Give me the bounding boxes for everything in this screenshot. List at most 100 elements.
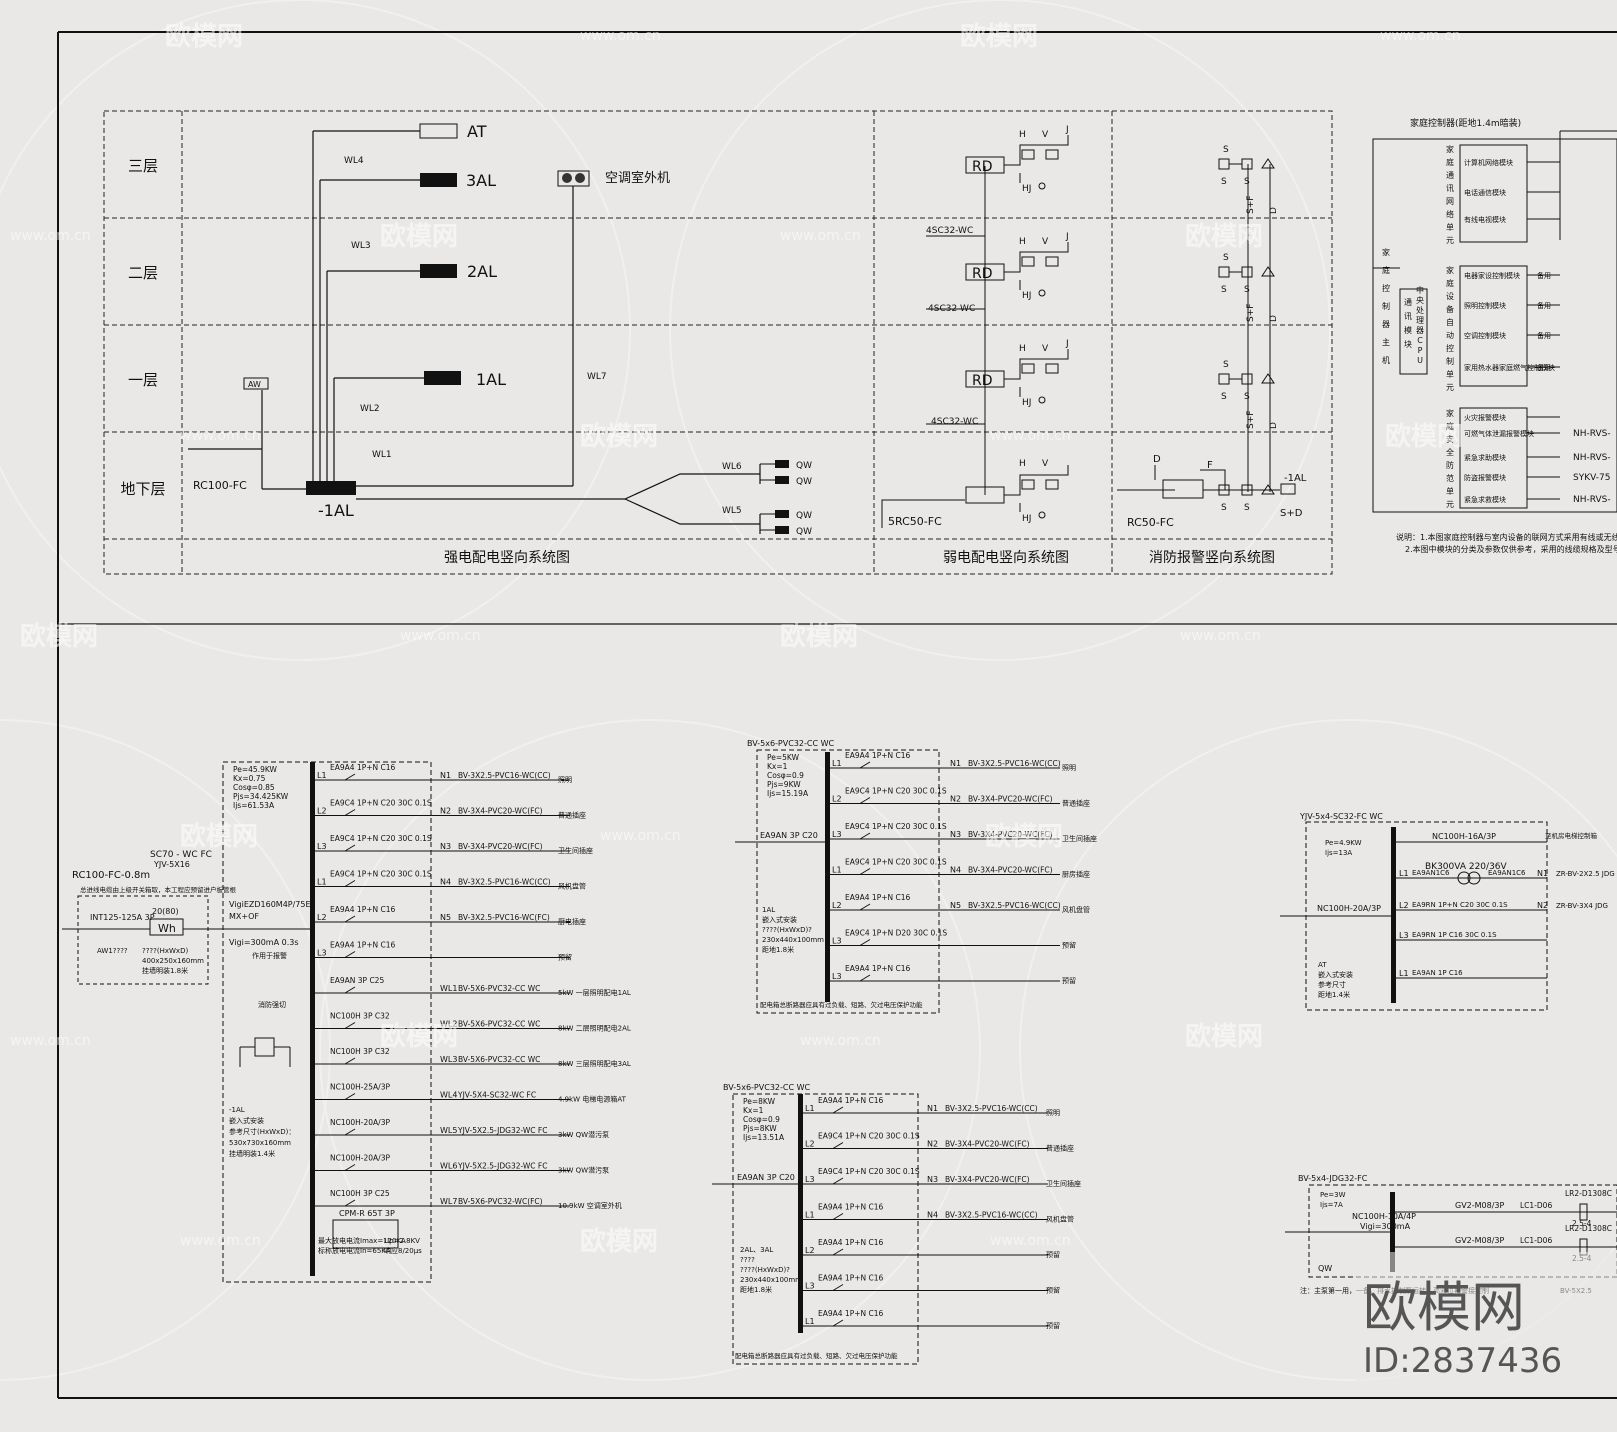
spd-note: 响应8/20μs <box>384 1246 422 1255</box>
incoming-spec: YJV-5X16 <box>153 860 190 869</box>
home-controller-box <box>1372 138 1617 513</box>
home-host-label: 器 <box>1382 320 1390 329</box>
wm-site-7: www.om.cn <box>400 628 481 644</box>
floor-basement: 地下层 <box>120 480 165 498</box>
circuit-number: N3 <box>440 842 451 851</box>
panel-header-line: Kx=1 <box>743 1106 764 1115</box>
fire-d-label: D <box>1269 315 1279 322</box>
circuit-phase: L1 <box>832 866 842 875</box>
panel-header-line: Cosφ=0.9 <box>767 771 804 780</box>
strong-riser-lines <box>188 130 761 534</box>
home-unit-label-network: 家 <box>1446 144 1454 154</box>
box-info-line: 嵌入式安装 <box>229 1116 264 1125</box>
meter-note: 总进线电缆由上级开关箱取，本工程应预留进户板管根 <box>80 885 237 894</box>
label-2al: 2AL <box>467 262 497 281</box>
circuit-breaker: NC100H-20A/3P <box>330 1118 390 1127</box>
circuit-cable: BV-3X2.5-PVC16-WC(CC) <box>458 771 551 780</box>
circuit-switch <box>832 1177 844 1185</box>
wm-brand-10: 欧模网 <box>985 821 1063 852</box>
box-info-line: 230x440x100mm <box>740 1276 802 1284</box>
fire-sd: S+D <box>1280 508 1303 519</box>
wm-brand-1: 欧模网 <box>165 21 243 52</box>
panel-header-line: Ijs=61.53A <box>233 801 275 810</box>
riser-panels <box>243 123 590 495</box>
tv-outlet <box>1021 363 1035 374</box>
wm-brand-3: 欧模网 <box>380 221 458 252</box>
circuit-breaker: EA9A4 1P+N C16 <box>818 1203 884 1212</box>
circuit-breaker: EA9A4 1P+N C16 <box>330 905 396 914</box>
lr-label: LR2-D1308C <box>1565 1224 1612 1233</box>
circuit-phase: L3 <box>805 1282 815 1291</box>
panel-at-symbol <box>419 123 458 139</box>
wm-site-12: www.om.cn <box>180 1233 261 1249</box>
circuit-cable: YJV-5X2.5-JDG32-WC FC <box>457 1162 547 1171</box>
home-unit-label-auto: 设 <box>1446 291 1454 301</box>
circuit-number: N1 <box>950 759 961 768</box>
lc-label: LC1-D06 <box>1520 1236 1552 1245</box>
panel-header-line: Pe=5KW <box>767 753 800 762</box>
circuit-use: 4.9kW 电梯电源箱AT <box>558 1095 627 1104</box>
aw-box-line: AW1???? <box>97 947 128 955</box>
circuit-breaker: EA9RN 1P C16 30C 0.1S <box>1412 931 1497 939</box>
h-label: H <box>1019 344 1026 354</box>
panel-header-line: Pe=8KW <box>743 1097 776 1106</box>
circuit-phase: L3 <box>1399 931 1409 940</box>
panel-minus1al-symbol <box>306 481 356 495</box>
circuit-breaker: EA9C4 1P+N D20 30C 0.1S <box>845 929 947 938</box>
circuit-cable: BV-3X4-PVC20-WC(FC) <box>945 1140 1030 1149</box>
riser-panel-labels: AT 3AL 2AL 1AL -1AL <box>318 122 506 520</box>
home-host-label: 家 <box>1382 247 1390 257</box>
fire-alarm-bell <box>1261 373 1275 384</box>
fire-s-label: S <box>1223 360 1229 370</box>
circuit-breaker: EA9C4 1P+N C20 30C 0.1S <box>845 787 947 796</box>
incoming-cable: SC70 - WC FC <box>150 850 212 860</box>
circuit-switch <box>344 1093 356 1100</box>
panel-busbar <box>310 762 315 1276</box>
circuit-cable: BV-3X2.5-PVC16-WC(CC) <box>968 901 1061 910</box>
circuit-number: N2 <box>1537 901 1548 910</box>
circuit-use: 风机盘管 <box>1062 905 1090 914</box>
home-host-label: 主 <box>1382 337 1390 347</box>
circuit-use: 5kW 一层照明配电1AL <box>558 988 631 997</box>
aw-box-line: ????(HxWxD) <box>142 947 188 955</box>
home-unit-label-security: 家 <box>1446 408 1454 418</box>
box-info-line: 1AL <box>762 906 775 914</box>
circuit-breaker: EA9A4 1P+N C16 <box>818 1309 884 1318</box>
riser-titles: 强电配电竖向系统图 弱电配电竖向系统图 消防报警竖向系统图 <box>444 550 1275 566</box>
home-unit-label-auto: 庭 <box>1446 278 1454 288</box>
panel-feed-label: YJV-5x4-SC32-FC WC <box>1299 812 1383 821</box>
box-info-line: 挂墙明装1.4米 <box>229 1149 275 1158</box>
home-host-label: 机 <box>1382 355 1390 365</box>
circuit-switch <box>344 986 356 994</box>
circuit-cable: BV-3X2.5-PVC16-WC(CC) <box>968 759 1061 768</box>
home-com-label: 讯 <box>1404 312 1412 321</box>
home-unit-label-network: 通 <box>1446 170 1454 180</box>
home-com-label: 通 <box>1404 297 1412 307</box>
circuit-cable: BV-5X6-PVC32-CC WC <box>458 1020 540 1029</box>
circuit-cable: BV-3X4-PVC20-WC(FC) <box>968 795 1053 804</box>
home-cpu-label: 央 <box>1416 295 1424 305</box>
home-unit-label-security: 单 <box>1446 486 1454 496</box>
circuit-cable: BV-3X4-PVC20-WC(FC) <box>458 807 543 816</box>
circuit-cable: ZR-BV-3X4 JDG <box>1556 902 1608 910</box>
home-unit-label-auto: 元 <box>1446 383 1454 392</box>
conduit-1: 4SC32-WC <box>926 226 973 236</box>
home-unit-label-network: 庭 <box>1446 157 1454 167</box>
circuit-breaker: EA9A4 1P+N C16 <box>818 1096 884 1105</box>
circuit-use: 厨电插座 <box>558 917 586 926</box>
fire-labels: RC50-FC -1AL S+D D F <box>1127 454 1307 529</box>
home-cpu-label: P <box>1418 346 1423 355</box>
circuit-breaker: EA9AN1C6 <box>1488 869 1526 877</box>
fire-d-label: D <box>1269 422 1279 429</box>
hj-label: HJ <box>1022 291 1031 301</box>
label-1al: 1AL <box>476 370 506 389</box>
panel-2al-diagram: BV-5x6-PVC32-CC WCPe=8KWKx=1Cosφ=0.9Pjs=… <box>712 1083 1081 1365</box>
circuit-switch <box>859 939 871 946</box>
circuit-switch <box>832 1248 844 1256</box>
title-weak-riser: 弱电配电竖向系统图 <box>943 550 1069 566</box>
circuit-phase: L2 <box>317 913 327 922</box>
home-unit-label-security: 范 <box>1446 473 1454 483</box>
rd-branch <box>1004 135 1069 166</box>
